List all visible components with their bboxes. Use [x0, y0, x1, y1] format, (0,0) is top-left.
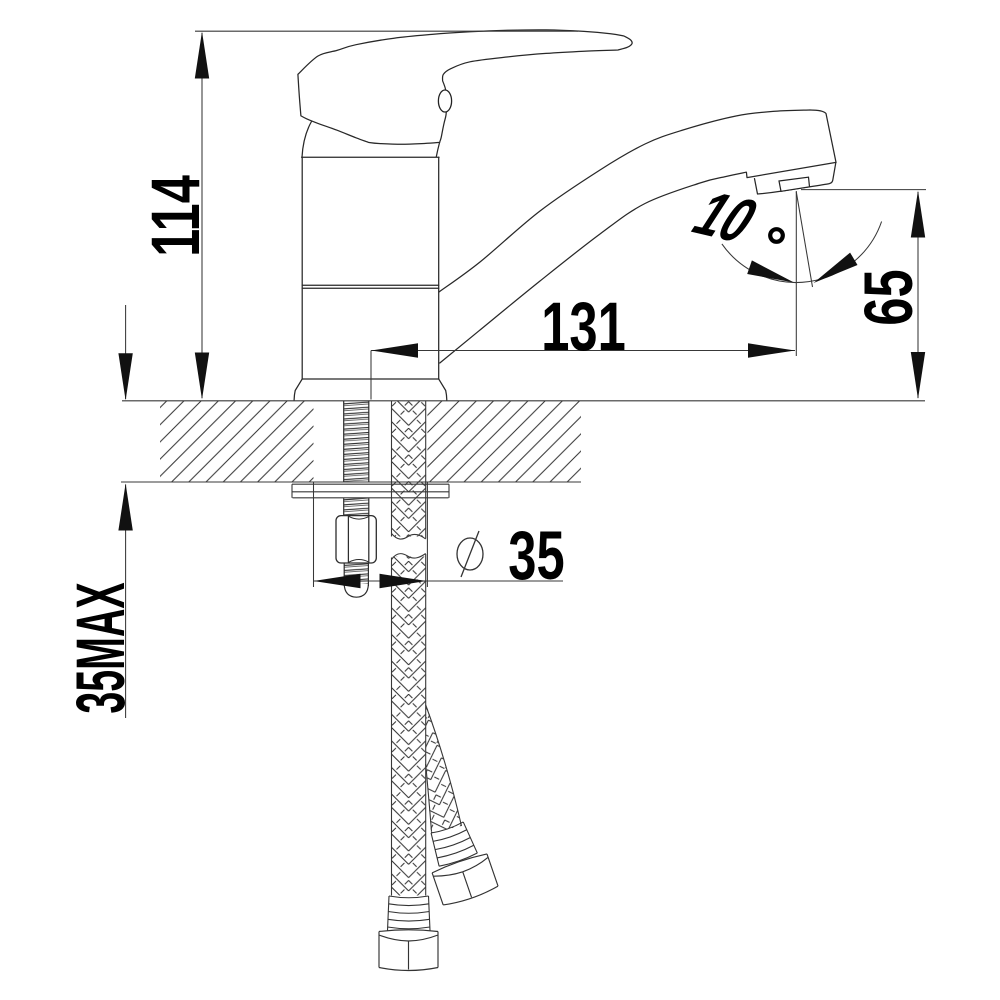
svg-text:114: 114 [136, 175, 213, 257]
svg-text:10: 10 [680, 180, 771, 255]
svg-text:131: 131 [541, 287, 626, 364]
svg-text:35MAX: 35MAX [61, 582, 138, 713]
svg-text:65: 65 [849, 269, 926, 325]
svg-text:35: 35 [508, 516, 564, 593]
